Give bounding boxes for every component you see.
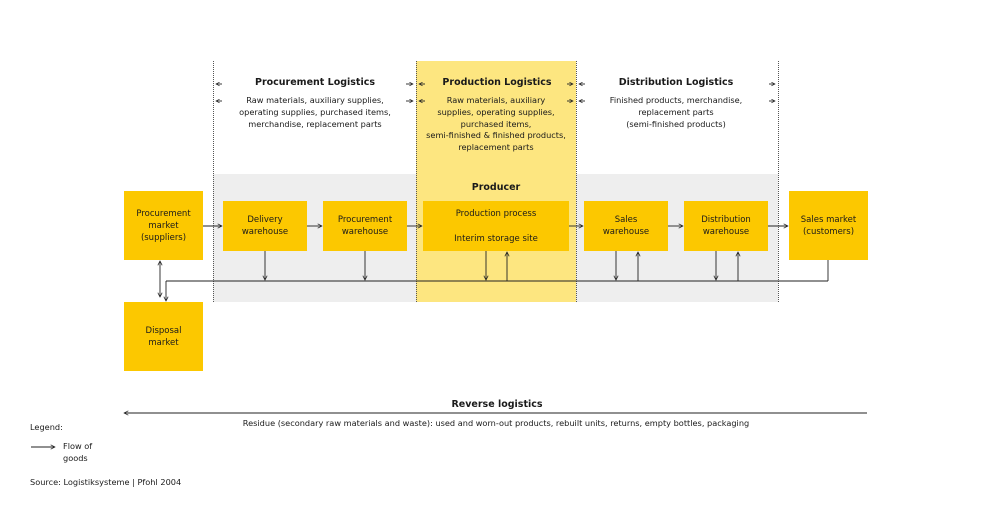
- distribution-warehouse-box: Distribution warehouse: [684, 201, 768, 251]
- distribution-logistics-title: Distribution Logistics: [618, 77, 734, 88]
- legend-label: Legend:: [30, 422, 63, 432]
- divider-1: [213, 61, 214, 302]
- producer-label: Producer: [471, 182, 521, 193]
- procurement-logistics-title: Procurement Logistics: [254, 77, 376, 88]
- interim-storage-label: Interim storage site: [454, 233, 538, 244]
- production-logistics-title: Production Logistics: [442, 77, 552, 88]
- production-logistics-band: [416, 61, 576, 302]
- procurement-logistics-desc: Raw materials, auxiliary supplies, opera…: [239, 95, 391, 129]
- divider-2: [416, 61, 417, 302]
- procurement-warehouse-box: Procurement warehouse: [323, 201, 407, 251]
- legend-flow-text: Flow of goods: [63, 441, 93, 463]
- source-note: Source: Logistiksysteme | Pfohl 2004: [30, 477, 182, 487]
- delivery-warehouse-box: Delivery warehouse: [223, 201, 307, 251]
- divider-4: [778, 61, 779, 302]
- divider-3: [576, 61, 577, 302]
- distribution-logistics-desc: Finished products, merchandise, replacem…: [609, 95, 743, 129]
- disposal-market-box: Disposal market: [124, 302, 203, 371]
- production-logistics-desc: Raw materials, auxiliary supplies, opera…: [426, 95, 566, 153]
- procurement-market-box: Procurement market (suppliers): [124, 191, 203, 260]
- sales-market-box: Sales market (customers): [789, 191, 868, 260]
- sales-warehouse-box: Sales warehouse: [584, 201, 668, 251]
- production-process-label: Production process: [455, 208, 537, 219]
- reverse-logistics-title: Reverse logistics: [451, 399, 543, 410]
- reverse-logistics-desc: Residue (secondary raw materials and was…: [242, 418, 750, 428]
- production-process-box: Production process Interim storage site: [423, 201, 569, 251]
